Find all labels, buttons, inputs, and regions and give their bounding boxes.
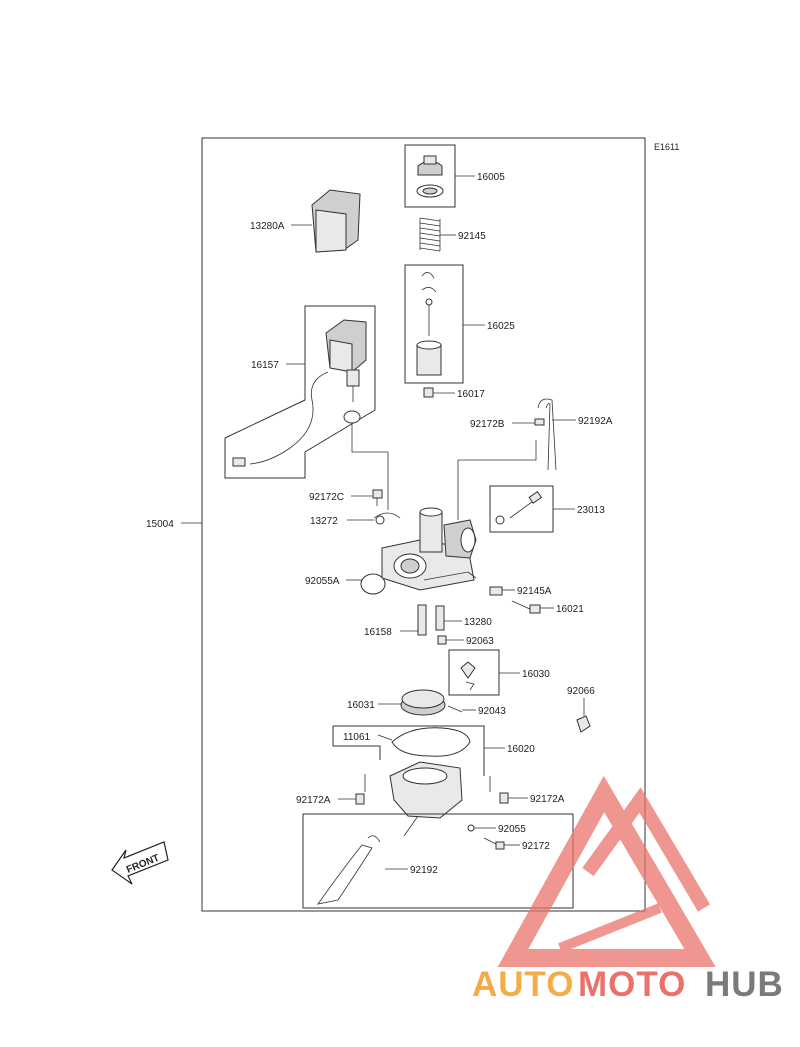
svg-text:92066: 92066 [567,686,595,697]
svg-text:13272: 13272 [310,516,338,527]
svg-text:92055: 92055 [498,824,526,835]
part-13280-tube: 13280 [435,605,492,631]
part-carburetor-body [381,507,477,591]
watermark-triangle-icon [497,775,716,967]
part-92066-plug: 92066 [567,686,595,733]
part-16005-cap: 16005 [404,144,505,208]
part-16030-float-valve: 16030 [448,649,550,696]
part-92172-screw: 92172 [483,837,550,852]
part-16025-slide: 16025 [404,264,515,384]
svg-text:92192A: 92192A [578,416,613,427]
svg-text:16020: 16020 [507,744,535,755]
watermark-logo [497,775,716,967]
part-92172A-left: 92172A [296,774,366,806]
diagram-code: E1611 [654,142,679,152]
part-13272-clamp: 13272 [310,512,401,527]
svg-text:AUTO: AUTO [472,965,575,1004]
svg-text:13280A: 13280A [250,221,285,232]
svg-text:92172: 92172 [522,841,550,852]
diagram-frame [201,137,646,912]
svg-text:92172B: 92172B [470,419,505,430]
part-92145A-spring: 92145A [489,586,552,597]
part-11061-gasket: 11061 16020 [332,725,535,776]
svg-text:16031: 16031 [347,700,375,711]
svg-text:92063: 92063 [466,636,494,647]
svg-text:92172A: 92172A [530,794,565,805]
svg-text:92172A: 92172A [296,795,331,806]
part-92145-spring: 92145 [419,217,486,252]
svg-text:16157: 16157 [251,360,279,371]
part-23013-screw-set: 23013 [489,485,605,533]
svg-text:92192: 92192 [410,865,438,876]
svg-text:16158: 16158 [364,627,392,638]
part-92192A-tube: 92172B 92192A [470,398,613,471]
part-16021-screw: 16021 [511,600,584,615]
part-92055A-oring: 92055A [305,573,386,595]
part-13280A-cover: 13280A [250,189,361,253]
part-92063-jet: 92063 [437,635,494,647]
svg-text:11061: 11061 [343,732,371,743]
part-16031-float: 16031 [347,689,446,716]
svg-text:16025: 16025 [487,321,515,332]
front-arrow-icon: FRONT [111,841,169,885]
part-92172C-screw: 92172C [309,489,383,506]
part-16158-tube: 16158 [364,604,427,638]
watermark-text: AUTO MOTO HUB [472,965,784,1004]
svg-text:92172C: 92172C [309,492,344,503]
part-92043-pin: 92043 [447,705,506,717]
svg-text:92145A: 92145A [517,586,552,597]
svg-text:92055A: 92055A [305,576,340,587]
svg-text:92043: 92043 [478,706,506,717]
svg-text:16017: 16017 [457,389,485,400]
svg-text:23013: 23013 [577,505,605,516]
svg-text:HUB: HUB [705,965,784,1004]
leader-choke-to-body [351,424,389,510]
svg-text:15004: 15004 [146,519,174,530]
part-16017-jet: 16017 [423,387,485,400]
svg-text:16021: 16021 [556,604,584,615]
svg-text:16030: 16030 [522,669,550,680]
callout-15004: 15004 [146,519,202,530]
part-92055-oring: 92055 [467,824,526,835]
svg-text:MOTO: MOTO [578,965,686,1004]
part-16157-autochoke: 16157 [224,305,376,479]
part-92172A-right: 92172A [489,776,565,805]
part-16020-float-chamber [389,761,463,837]
svg-text:13280: 13280 [464,617,492,628]
part-92192-drain-tube: 92192 [302,813,574,909]
svg-text:92145: 92145 [458,231,486,242]
svg-text:16005: 16005 [477,172,505,183]
